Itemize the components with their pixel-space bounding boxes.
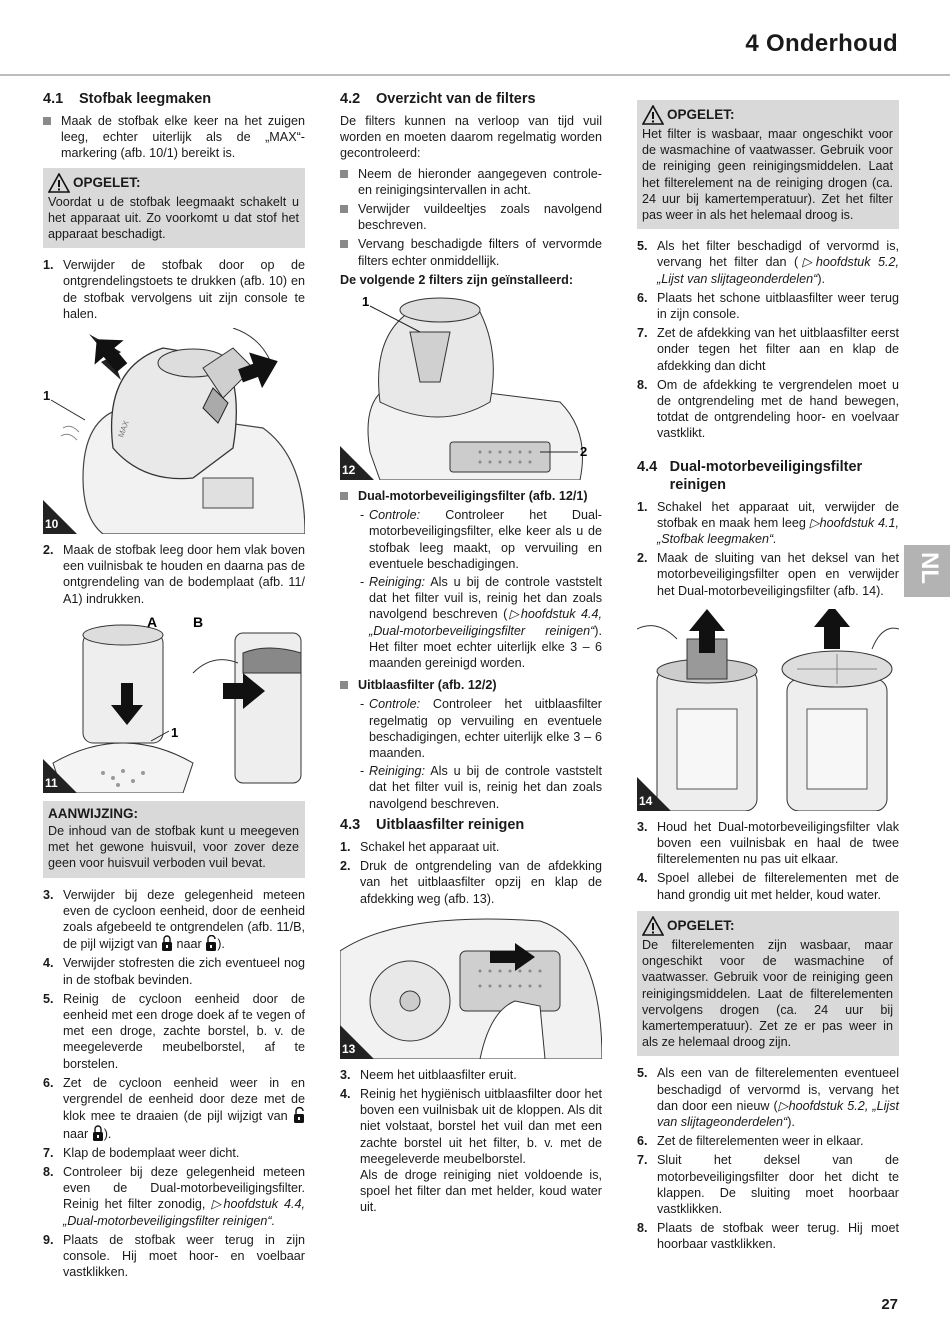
step-item: 4.Verwijder stofresten die zich eventuee…	[43, 956, 305, 987]
filter-1-title: Dual-motorbeveiligingsfilter (afb. 12/1)	[340, 488, 602, 504]
exhaust-filter-illustration	[340, 918, 602, 1059]
page-number: 27	[881, 1296, 898, 1313]
step-item: 8.Plaats de stofbak weer terug. Hij moet…	[637, 1221, 899, 1252]
figure-number: 12	[342, 462, 356, 477]
step-item: 5.Reinig de cycloon eenheid door de eenh…	[43, 991, 305, 1071]
figure-13: 13	[340, 910, 602, 1059]
step-item: 6.Zet de cycloon eenheid weer in en verg…	[43, 1075, 305, 1142]
filters-overview-illustration: 1 2	[362, 294, 587, 481]
figure-number: 11	[45, 775, 58, 790]
page-header: 4 Onderhoud	[0, 0, 950, 76]
step-item: 1.Schakel het apparaat uit.	[340, 839, 500, 854]
warning-box: OPGELET: Het filter is wasbaar, maar ong…	[637, 100, 899, 230]
warning-box: OPGELET: De filterelementen zijn wasbaar…	[637, 910, 899, 1057]
figure-number: 14	[639, 793, 653, 808]
language-tab: NL	[904, 545, 950, 597]
figure-11: A B 1 11	[43, 612, 305, 793]
warning-icon	[48, 172, 70, 193]
step-item: 7.Zet de afdekking van het uitblaasfilte…	[637, 326, 899, 373]
step-item: 3.Verwijder bij deze gelegenheid meteen …	[43, 887, 305, 952]
svg-text:1: 1	[43, 388, 50, 403]
sub-item: Controle: Controleer het Dual-motorbevei…	[360, 507, 602, 572]
sub-item: Reiniging: Als u bij de controle vastste…	[360, 574, 602, 671]
step-item: 2.Maak de sluiting van het deksel van he…	[637, 551, 899, 598]
step-item: 6.Plaats het schone uitblaasfilter weer …	[637, 290, 899, 322]
warning-icon	[642, 916, 664, 936]
svg-text:1: 1	[362, 294, 369, 309]
locked-icon	[205, 935, 217, 952]
filters-installed-label: De volgende 2 filters zijn geïnstalleerd…	[340, 272, 574, 287]
unlocked-icon	[293, 1107, 305, 1124]
step-item: 3.Houd het Dual-motorbeveiligingsfilter …	[637, 819, 899, 867]
locked-icon	[92, 1124, 104, 1142]
step-item: 1.1.Verwijder de stofbak door op de ontg…	[43, 258, 305, 321]
sub-item: Controle: Controleer het uitblaasfilter …	[360, 696, 602, 761]
warning-icon	[642, 105, 664, 125]
step-item: 7.Sluit het deksel van de motorbeveiligi…	[637, 1153, 899, 1216]
figure-14: 14	[637, 608, 899, 811]
unlocked-icon	[161, 935, 173, 952]
svg-text:1: 1	[171, 725, 178, 740]
step-item: 9.Plaats de stofbak weer terug in zijn c…	[43, 1232, 305, 1280]
cross-reference: ▷hoofdstuk 4.4, „Dual-motorbeveiligingsf…	[63, 1197, 305, 1228]
motor-filter-illustration	[637, 608, 899, 811]
step-item: 8.Controleer bij deze gelegenheid meteen…	[43, 1164, 305, 1228]
cross-reference: ▷hoofdstuk 5.2, „Lijst van slijtageonder…	[657, 1098, 899, 1129]
svg-text:2: 2	[580, 444, 587, 459]
step-item: 5.Als het filter beschadigd of vervormd …	[637, 239, 899, 286]
svg-text:B: B	[193, 614, 203, 630]
step-item: 1.Schakel het apparaat uit, verwijder de…	[637, 499, 899, 547]
bullet-item: Verwijder vuildeeltjes zoals navolgend b…	[340, 201, 602, 233]
warning-box: OPGELET: Voordat u de stofbak leegmaakt …	[43, 167, 305, 249]
vacuum-dustbin-illustration: MAX 1	[43, 328, 305, 535]
step-item: 5.Als een van de filterelementen eventue…	[637, 1066, 899, 1129]
cross-reference: ▷hoofdstuk 4.4, „Dual-motorbeveiligingsf…	[369, 607, 602, 638]
step-item: 6.Zet de filterelementen weer in elkaar.	[637, 1134, 864, 1149]
cross-reference: ▷hoofdstuk 5.2, „Lijst van slijtageonder…	[657, 255, 899, 286]
step-item: 8.Om de afdekking te vergrendelen moet u…	[637, 377, 899, 441]
note-box: AANWIJZING: De inhoud van de stofbak kun…	[43, 800, 305, 878]
figure-10: MAX 1 10	[43, 328, 305, 535]
bullet-item: Vervang beschadigde filters of vervormde…	[340, 236, 602, 268]
figure-12: 1 2 12	[340, 292, 602, 481]
svg-text:A: A	[147, 614, 157, 630]
chapter-title: 4 Onderhoud	[745, 30, 898, 57]
cross-reference: ▷hoofdstuk 4.1, „Stofbak leegmaken“.	[657, 515, 899, 547]
bullet-item: Neem de hieronder aangegeven controle- e…	[340, 166, 602, 198]
step-item: 4.Reinig het hygiënisch uitblaasfilter d…	[340, 1086, 602, 1215]
step-item: 2.Druk de ontgrendeling van de afdekking…	[340, 859, 602, 906]
step-item: 4.Spoel allebei de filterelementen met d…	[637, 871, 899, 902]
step-item: 7.Klap de bodemplaat weer dicht.	[43, 1145, 240, 1160]
figure-number: 10	[45, 516, 59, 531]
column-3: OPGELET: Het filter is wasbaar, maar ong…	[637, 88, 899, 1256]
figure-number: 13	[342, 1041, 356, 1056]
step-item: 2.Maak de stofbak leeg door hem vlak bov…	[43, 543, 305, 606]
step-item: 3.Neem het uitblaasfilter eruit.	[340, 1067, 517, 1082]
bullet-item: Maak de stofbak elke keer na het zuigen …	[43, 113, 305, 162]
filter-2-title: Uitblaasfilter (afb. 12/2)	[340, 677, 602, 693]
sub-item: Reiniging: Als u bij de controle vastste…	[360, 763, 602, 812]
dustbin-emptying-illustration: A B 1	[52, 614, 302, 793]
